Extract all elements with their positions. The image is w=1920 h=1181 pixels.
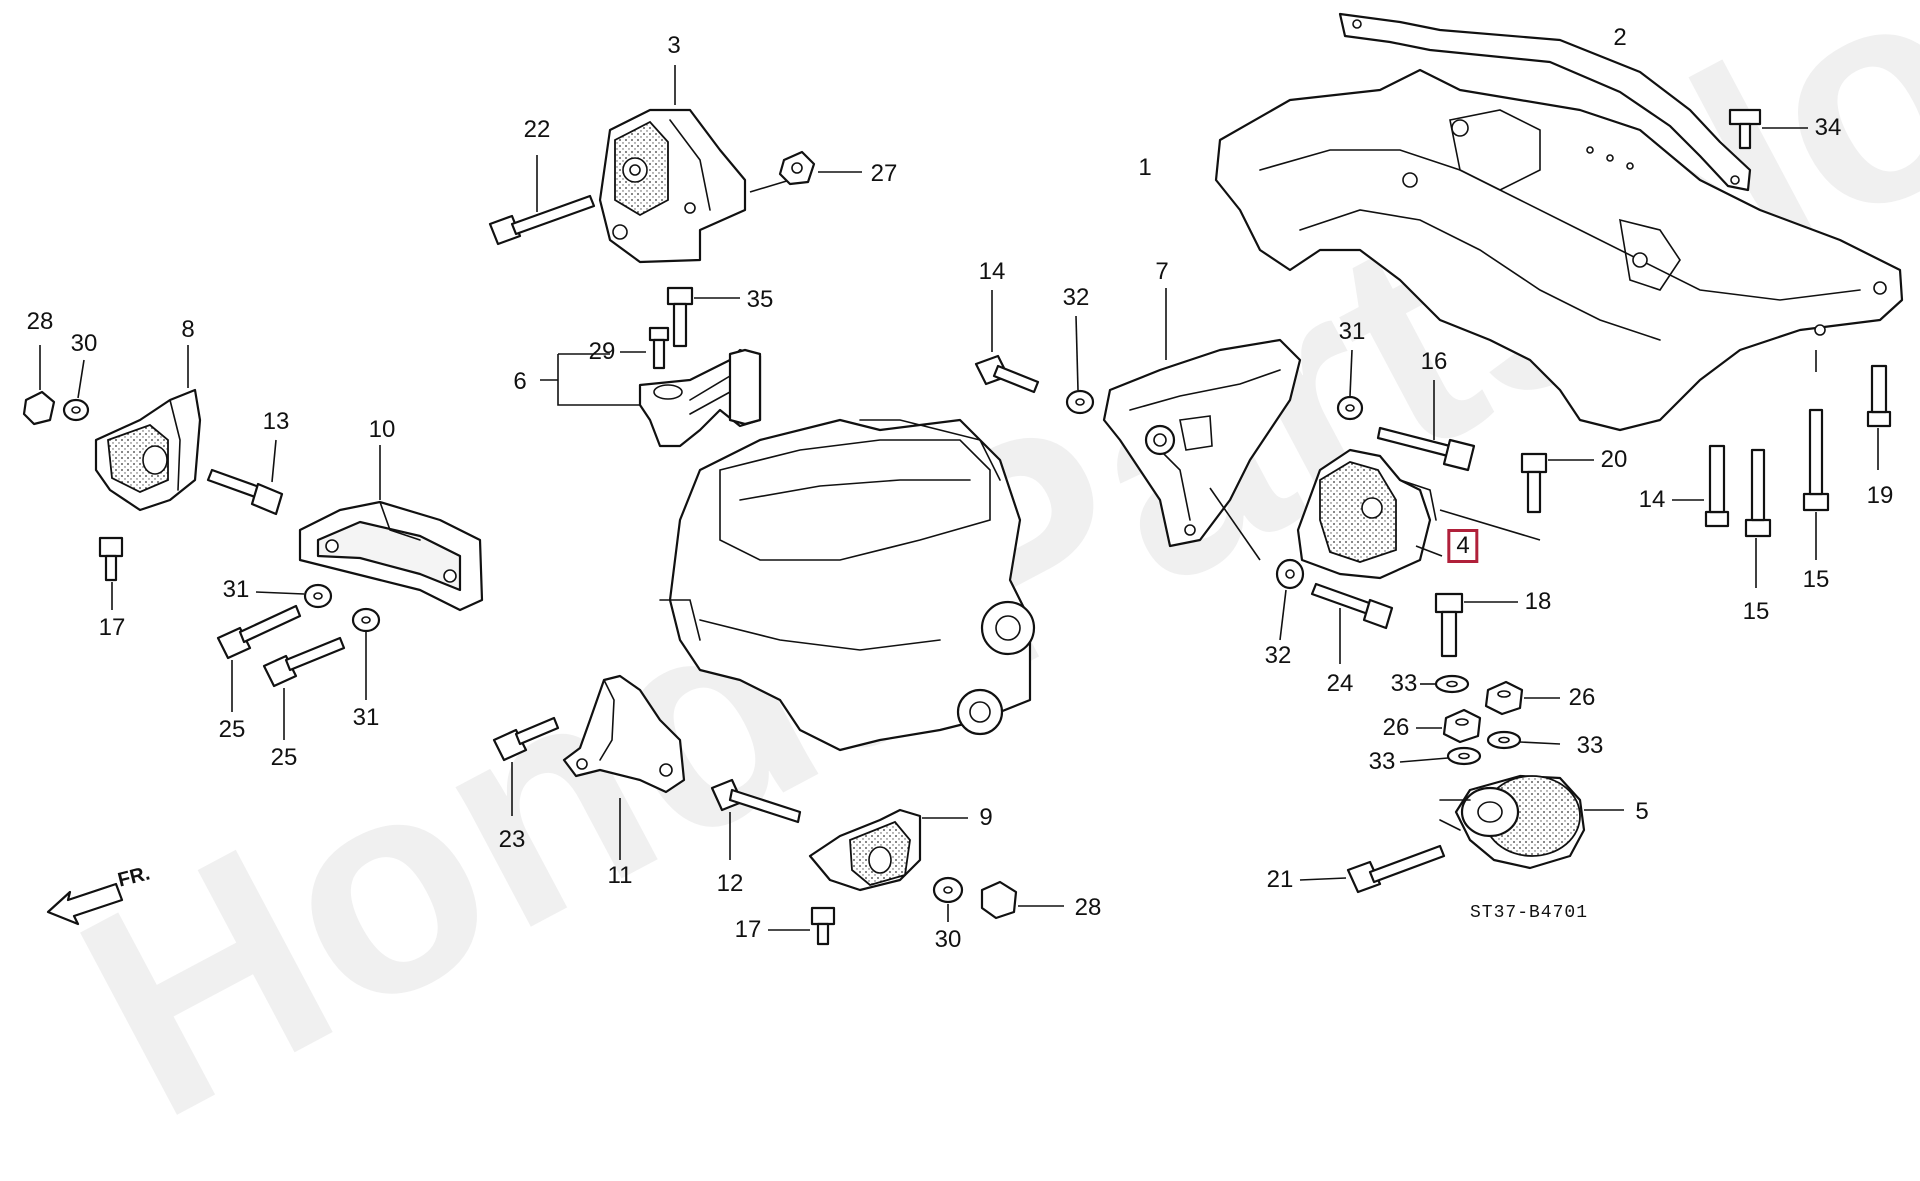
callout-23[interactable]: 23 <box>498 826 526 853</box>
callout-4[interactable]: 4 <box>1447 529 1479 563</box>
callout-27[interactable]: 27 <box>870 160 898 187</box>
part-31-washer-right[interactable] <box>1336 395 1364 421</box>
callout-21[interactable]: 21 <box>1266 866 1294 893</box>
callout-25-b[interactable]: 25 <box>270 744 298 771</box>
callout-33-c[interactable]: 33 <box>1368 748 1396 775</box>
part-2-stiffener-bar[interactable] <box>1338 12 1752 192</box>
callout-6[interactable]: 6 <box>513 368 527 395</box>
part-4-rear-mount[interactable] <box>1296 448 1437 580</box>
callout-9[interactable]: 9 <box>979 804 993 831</box>
callout-35[interactable]: 35 <box>746 286 774 313</box>
part-28-nut-left[interactable] <box>22 390 56 426</box>
part-17-bolt-left[interactable] <box>98 536 124 582</box>
callout-7[interactable]: 7 <box>1155 258 1169 285</box>
front-direction-arrow-icon <box>46 882 124 926</box>
engine-block <box>659 418 1036 752</box>
callout-3[interactable]: 3 <box>667 32 681 59</box>
callout-11[interactable]: 11 <box>607 862 633 889</box>
part-33-washer-a[interactable] <box>1434 674 1470 694</box>
callout-26-a[interactable]: 26 <box>1568 684 1596 711</box>
callout-22[interactable]: 22 <box>523 116 551 143</box>
part-30-washer-bottom[interactable] <box>932 876 964 904</box>
callout-12[interactable]: 12 <box>716 870 744 897</box>
part-8-mount[interactable] <box>94 388 202 512</box>
callout-8[interactable]: 8 <box>181 316 195 343</box>
part-28-nut-bottom[interactable] <box>980 880 1018 920</box>
part-1-front-subframe[interactable] <box>1214 68 1904 432</box>
callout-30-bottom[interactable]: 30 <box>934 926 962 953</box>
callout-29[interactable]: 29 <box>588 338 616 365</box>
callout-19[interactable]: 19 <box>1866 482 1894 509</box>
callout-15-b[interactable]: 15 <box>1802 566 1830 593</box>
callout-1[interactable]: 1 <box>1138 154 1152 181</box>
callout-30-left[interactable]: 30 <box>70 330 98 357</box>
part-27-nut[interactable] <box>778 150 816 186</box>
part-11-bracket[interactable] <box>562 674 686 794</box>
callout-20[interactable]: 20 <box>1600 446 1628 473</box>
part-31-washer-left-bottom[interactable] <box>351 607 381 633</box>
part-21-bolt[interactable] <box>1346 844 1446 894</box>
callout-13[interactable]: 13 <box>262 408 290 435</box>
part-29-bolt[interactable] <box>648 326 670 370</box>
part-9-mount[interactable] <box>808 808 922 892</box>
part-15-bolt-a[interactable] <box>1744 448 1772 538</box>
part-30-washer-left[interactable] <box>62 398 90 422</box>
callout-24[interactable]: 24 <box>1326 670 1354 697</box>
part-26-nut-a[interactable] <box>1484 680 1524 716</box>
part-24-bolt[interactable] <box>1310 582 1394 630</box>
callout-28-bottom[interactable]: 28 <box>1074 894 1102 921</box>
callout-18[interactable]: 18 <box>1524 588 1552 615</box>
callout-31-left-bottom[interactable]: 31 <box>352 704 380 731</box>
callout-25-a[interactable]: 25 <box>218 716 246 743</box>
part-20-bolt[interactable] <box>1520 452 1548 514</box>
callout-2[interactable]: 2 <box>1613 24 1627 51</box>
part-5-bushing[interactable] <box>1439 774 1586 870</box>
part-18-bolt[interactable] <box>1434 592 1464 658</box>
diagram-code: ST37-B4701 <box>1470 903 1589 923</box>
part-22-bolt[interactable] <box>488 194 596 246</box>
part-31-washer-left-top[interactable] <box>303 583 333 609</box>
callout-14-right[interactable]: 14 <box>1638 486 1666 513</box>
part-15-bolt-b[interactable] <box>1802 408 1830 512</box>
part-3-engine-side-mount[interactable] <box>598 108 747 264</box>
callout-33-b[interactable]: 33 <box>1576 732 1604 759</box>
part-26-nut-b[interactable] <box>1442 708 1482 744</box>
callout-28-left[interactable]: 28 <box>26 308 54 335</box>
part-32-washer-bottom[interactable] <box>1275 558 1305 590</box>
part-33-washer-b[interactable] <box>1486 730 1522 750</box>
part-10-bracket[interactable] <box>298 500 484 612</box>
part-32-washer-top[interactable] <box>1065 389 1095 415</box>
part-7-bracket[interactable] <box>1102 338 1302 548</box>
part-16-bolt[interactable] <box>1376 426 1476 472</box>
callout-14-center[interactable]: 14 <box>978 258 1006 285</box>
parts-diagram <box>22 12 1904 946</box>
callout-26-b[interactable]: 26 <box>1382 714 1410 741</box>
part-34-bolt[interactable] <box>1728 108 1762 150</box>
part-17-bolt-bottom[interactable] <box>810 906 836 946</box>
part-12-bolt[interactable] <box>710 778 802 824</box>
part-33-washer-c[interactable] <box>1446 746 1482 766</box>
callout-34[interactable]: 34 <box>1814 114 1842 141</box>
callout-17-bottom[interactable]: 17 <box>734 916 762 943</box>
part-13-bolt[interactable] <box>206 468 284 516</box>
callout-17-left[interactable]: 17 <box>98 614 126 641</box>
part-14-bolt-right[interactable] <box>1704 444 1730 528</box>
part-19-bolt[interactable] <box>1866 364 1892 428</box>
part-6-bracket[interactable] <box>638 348 762 448</box>
callout-32-top[interactable]: 32 <box>1062 284 1090 311</box>
callout-16[interactable]: 16 <box>1420 348 1448 375</box>
part-25-bolt-b[interactable] <box>262 636 346 688</box>
part-23-bolt[interactable] <box>492 716 560 762</box>
callout-5[interactable]: 5 <box>1635 798 1649 825</box>
callout-31-right[interactable]: 31 <box>1338 318 1366 345</box>
callout-15-a[interactable]: 15 <box>1742 598 1770 625</box>
callout-33-a[interactable]: 33 <box>1390 670 1418 697</box>
part-35-bolt[interactable] <box>666 286 694 348</box>
callout-31-left-top[interactable]: 31 <box>222 576 250 603</box>
part-25-bolt-a[interactable] <box>216 604 302 660</box>
callout-10[interactable]: 10 <box>368 416 396 443</box>
part-14-bolt-center[interactable] <box>974 354 1040 394</box>
callout-32-bottom[interactable]: 32 <box>1264 642 1292 669</box>
